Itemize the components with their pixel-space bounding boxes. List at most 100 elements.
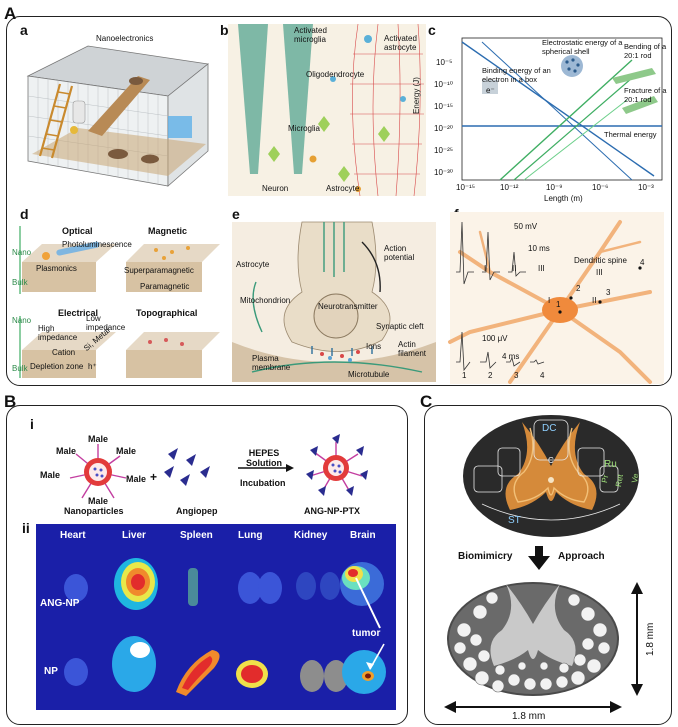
height-dimension-arrow — [631, 582, 643, 696]
neuron-label: Neuron — [262, 184, 289, 193]
d-nano-top: Nano — [12, 248, 32, 257]
c-annot-bending: Bending of a 20:1 rod — [624, 42, 667, 60]
c-annot-electron: e⁻ — [486, 86, 495, 95]
f-num-4: 4 — [640, 258, 645, 267]
organ-liver: Liver — [122, 530, 146, 541]
e-plasma-membrane: Plasma membrane — [252, 354, 291, 372]
ang-np-ptx-label: ANG-NP-PTX — [304, 506, 360, 516]
d-bulk-top: Bulk — [12, 278, 28, 287]
c-xtick-5: 10⁻³ — [638, 183, 654, 192]
c-ytick-3: 10⁻¹⁵ — [434, 102, 454, 111]
glial-cells-illustration — [228, 23, 426, 197]
tumor-label: tumor — [352, 628, 381, 639]
f-trace-num-1: 1 — [462, 371, 467, 380]
subpanel-ii-letter: ii — [22, 520, 30, 536]
c-xtick-3: 10⁻⁹ — [546, 183, 563, 192]
panel-C-letter: C — [420, 392, 433, 411]
c-xtick-2: 10⁻¹² — [500, 183, 519, 192]
subpanel-b-letter: b — [220, 22, 229, 38]
plus-sign: + — [150, 470, 158, 484]
f-roman-2: II — [512, 264, 517, 273]
f-roman-3-dendrite: III — [596, 268, 603, 277]
male-label-1: Male — [88, 434, 109, 444]
male-label-4: Male — [40, 470, 61, 480]
f-4ms: 4 ms — [502, 352, 520, 361]
astrocyte-label: Astrocyte — [326, 184, 360, 193]
d-nano-bottom: Nano — [12, 316, 32, 325]
f-10ms: 10 ms — [528, 244, 550, 253]
c-ytick-4: 10⁻²⁰ — [434, 124, 453, 133]
organ-spleen: Spleen — [180, 530, 213, 541]
row-np: NP — [44, 666, 58, 677]
row-ang-np: ANG-NP — [40, 598, 80, 609]
d-depletion-zone: Depletion zone — [30, 362, 84, 371]
d-low-impedance: Low impedance — [86, 314, 126, 332]
region-pr: Pr — [600, 474, 611, 484]
c-annot-fracture: Fracture of a 20:1 rod — [624, 86, 667, 104]
f-roman-3: III — [538, 264, 545, 273]
c-ytick-6: 10⁻³⁰ — [434, 168, 453, 177]
e-actin-filament: Actin filament — [398, 340, 427, 358]
d-superparamagnetic: Superparamagnetic — [124, 266, 194, 275]
synapse-illustration — [232, 221, 436, 382]
e-mitochondrion: Mitochondrion — [240, 296, 291, 305]
subpanel-d-letter: d — [20, 206, 29, 222]
male-label-2: Male — [116, 446, 137, 456]
f-trace-num-2: 2 — [488, 371, 493, 380]
f-50mv: 50 mV — [514, 222, 538, 231]
panel-B-letter: B — [4, 392, 17, 411]
nanoparticles-label: Nanoparticles — [64, 506, 124, 516]
male-label-6: Male — [88, 496, 109, 506]
f-roman-1: I — [484, 264, 487, 273]
c-xtick-4: 10⁻⁶ — [592, 183, 609, 192]
region-ru: Ru — [604, 459, 617, 470]
e-synaptic-cleft: Synaptic cleft — [376, 322, 424, 331]
d-topographical: Topographical — [136, 308, 198, 318]
e-astrocyte: Astrocyte — [236, 260, 270, 269]
region-dc: DC — [542, 423, 557, 434]
organ-heart: Heart — [60, 530, 86, 541]
activated-astrocyte-label: Activated astrocyte — [384, 34, 417, 52]
male-label-5: Male — [126, 474, 147, 484]
e-ions: Ions — [366, 342, 382, 351]
e-action-potential: Action potential — [384, 244, 415, 262]
nanoparticle-scheme — [69, 434, 368, 499]
height-label: 1.8 mm — [645, 622, 656, 656]
c-xlabel: Length (m) — [544, 194, 583, 203]
d-paramagnetic: Paramagnetic — [140, 282, 190, 291]
angiopep-label: Angiopep — [176, 506, 218, 516]
cage-illustration — [26, 45, 209, 187]
width-label: 1.8 mm — [512, 711, 546, 722]
d-bulk-bottom: Bulk — [12, 364, 28, 373]
neuron-illustration — [448, 212, 664, 384]
subpanel-c-letter: c — [428, 22, 436, 38]
c-ytick-2: 10⁻¹⁰ — [434, 80, 453, 89]
incubation-label: Incubation — [240, 478, 286, 488]
e-neurotransmitter: Neurotransmitter — [318, 302, 378, 311]
region-st: ST — [508, 515, 521, 526]
f-roman-2-dendrite: II — [592, 296, 597, 305]
f-trace-num-4: 4 — [540, 371, 545, 380]
e-microtubule: Microtubule — [348, 370, 390, 379]
male-label-3: Male — [56, 446, 77, 456]
width-dimension-arrow — [444, 701, 622, 713]
f-dendritic-spine: Dendritic spine — [574, 256, 627, 265]
d-electrical: Electrical — [58, 308, 99, 318]
nanoelectronics-label: Nanoelectronics — [96, 34, 154, 43]
f-100uv: 100 μV — [482, 334, 508, 343]
f-num-2: 2 — [576, 284, 581, 293]
hepes-solution-label: HEPES Solution — [246, 448, 282, 468]
f-roman-1-dendrite: I — [548, 296, 551, 305]
c-annot-thermal: Thermal energy — [604, 130, 657, 139]
c-xtick-1: 10⁻¹⁵ — [456, 183, 476, 192]
spinal-cord-section — [463, 415, 639, 537]
d-hplus: h⁺ — [88, 362, 97, 371]
d-magnetic: Magnetic — [148, 226, 188, 236]
f-num-3: 3 — [606, 288, 611, 297]
d-high-impedance: High impedance — [38, 324, 78, 342]
c-annot-shell: Electrostatic energy of a spherical shel… — [542, 38, 623, 56]
scaffold-image — [447, 582, 619, 696]
f-trace-num-3: 3 — [514, 371, 519, 380]
oligodendrocyte-label: Oligodendrocyte — [306, 70, 365, 79]
region-c: C — [548, 456, 554, 465]
